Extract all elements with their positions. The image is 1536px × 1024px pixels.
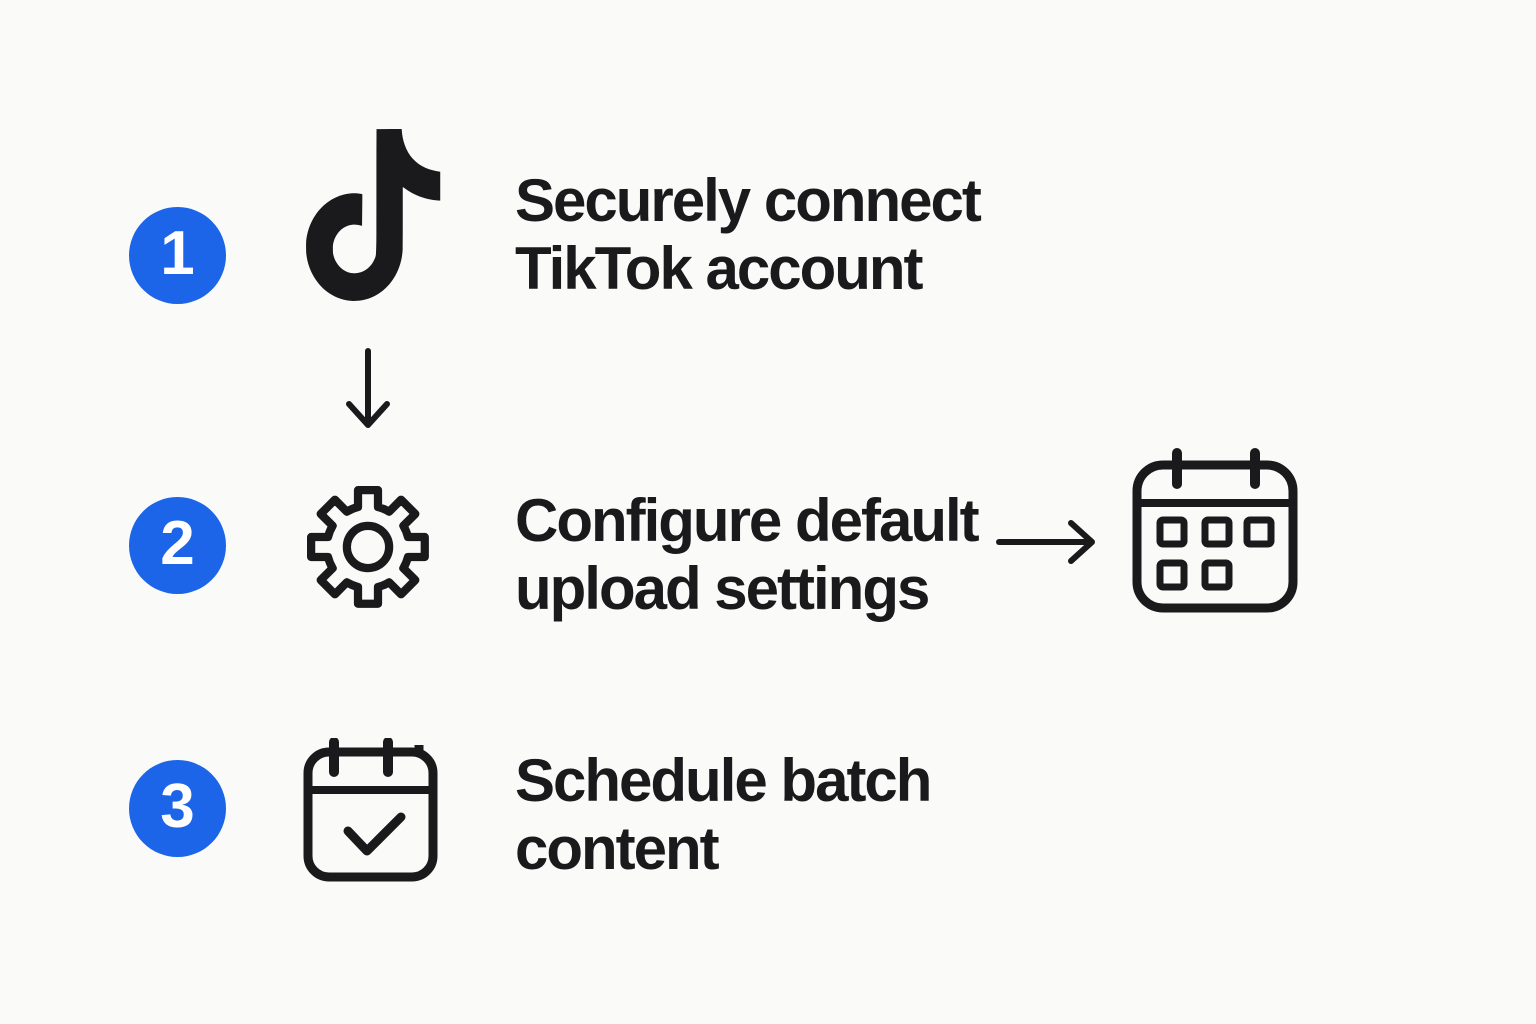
step-3-number: 3	[160, 771, 195, 841]
step-1-number: 1	[160, 218, 195, 288]
step-2-badge: 2	[129, 497, 226, 594]
calendar-grid-icon	[1128, 446, 1298, 614]
step-3-badge: 3	[129, 760, 226, 857]
step-1-label-line2: TikTok account	[515, 235, 924, 302]
step-2-label-line2: upload settings	[515, 555, 930, 622]
step-1-badge: 1	[129, 207, 226, 304]
right-arrow-icon	[996, 514, 1104, 570]
step-3-label-line1: Schedule batch	[515, 747, 932, 814]
down-arrow-icon	[340, 348, 396, 444]
step-1-label: Securely connect TikTok account	[515, 167, 982, 303]
tiktok-icon	[303, 129, 442, 301]
step-2-label-line1: Configure default	[515, 487, 980, 554]
step-3-label-line2: content	[515, 815, 720, 882]
step-1-label-line1: Securely connect	[515, 167, 982, 234]
calendar-check-icon	[303, 738, 438, 883]
step-2-label: Configure default upload settings	[515, 487, 980, 623]
step-2-number: 2	[160, 508, 195, 578]
step-3-label: Schedule batch content	[515, 747, 932, 883]
gear-icon	[300, 479, 436, 615]
